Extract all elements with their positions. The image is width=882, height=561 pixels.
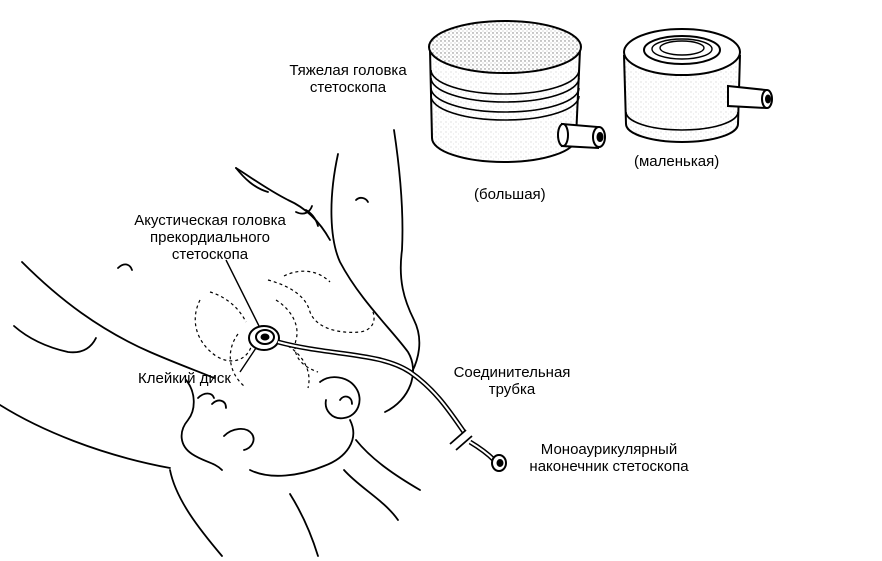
earpiece-label-line-2: наконечник стетоскопа (529, 458, 689, 475)
small-head-body (623, 54, 741, 143)
acoustic-head-leader (225, 259, 263, 333)
small-head-groove (625, 111, 739, 131)
precordial-stethoscope (225, 259, 507, 472)
adhesive-disc-label: Клейкий диск (138, 370, 231, 387)
large-head-groove-2 (430, 77, 580, 103)
tube-break-mark-2 (455, 435, 473, 451)
earpiece-label-line-1: Моноаурикулярный (540, 441, 678, 458)
connecting-tube-label-line-2: трубка (488, 381, 536, 398)
large-head-top (428, 20, 582, 74)
large-head-groove-4 (430, 95, 580, 121)
infant-body (0, 129, 421, 557)
infant-head (180, 379, 223, 471)
infant-shoulder (235, 167, 331, 241)
infant-chest-left (21, 261, 215, 379)
tube-break-mark-1 (449, 429, 467, 445)
large-head-groove-1 (430, 69, 580, 95)
small-head-caption: (маленькая) (634, 153, 720, 170)
large-stethoscope-head (428, 20, 606, 163)
connecting-tube (277, 339, 467, 434)
connecting-tube-label: Соединительная трубка (448, 364, 576, 398)
earpiece-label: Моноаурикулярный наконечник стетоскопа (514, 441, 704, 475)
small-head-inner-ring-1 (643, 35, 721, 65)
infant-arm (330, 153, 414, 413)
heavy-head-label: Тяжелая головка стетоскопа (282, 62, 414, 96)
large-head-caption: (большая) (474, 186, 546, 203)
heavy-head-label-line-1: Тяжелая головка (289, 62, 407, 79)
connecting-tube-label-line-1: Соединительная (453, 364, 571, 381)
small-head-inner-ring-3 (659, 40, 705, 56)
acoustic-head-label-line-1: Акустическая головка (134, 212, 286, 229)
acoustic-head-label: Акустическая головка прекордиального сте… (122, 212, 298, 263)
small-stethoscope-head (623, 28, 773, 143)
heavy-head-label-line-2: стетоскопа (309, 79, 387, 96)
large-head-groove-3 (430, 87, 580, 113)
adhesive-disc-leader (239, 347, 257, 373)
small-head-port (727, 84, 767, 110)
small-head-inner-ring-2 (651, 38, 713, 60)
acoustic-head-label-line-3: стетоскопа (171, 246, 249, 263)
acoustic-head-label-line-2: прекордиального (149, 229, 271, 246)
dashed-anatomy (194, 270, 375, 389)
